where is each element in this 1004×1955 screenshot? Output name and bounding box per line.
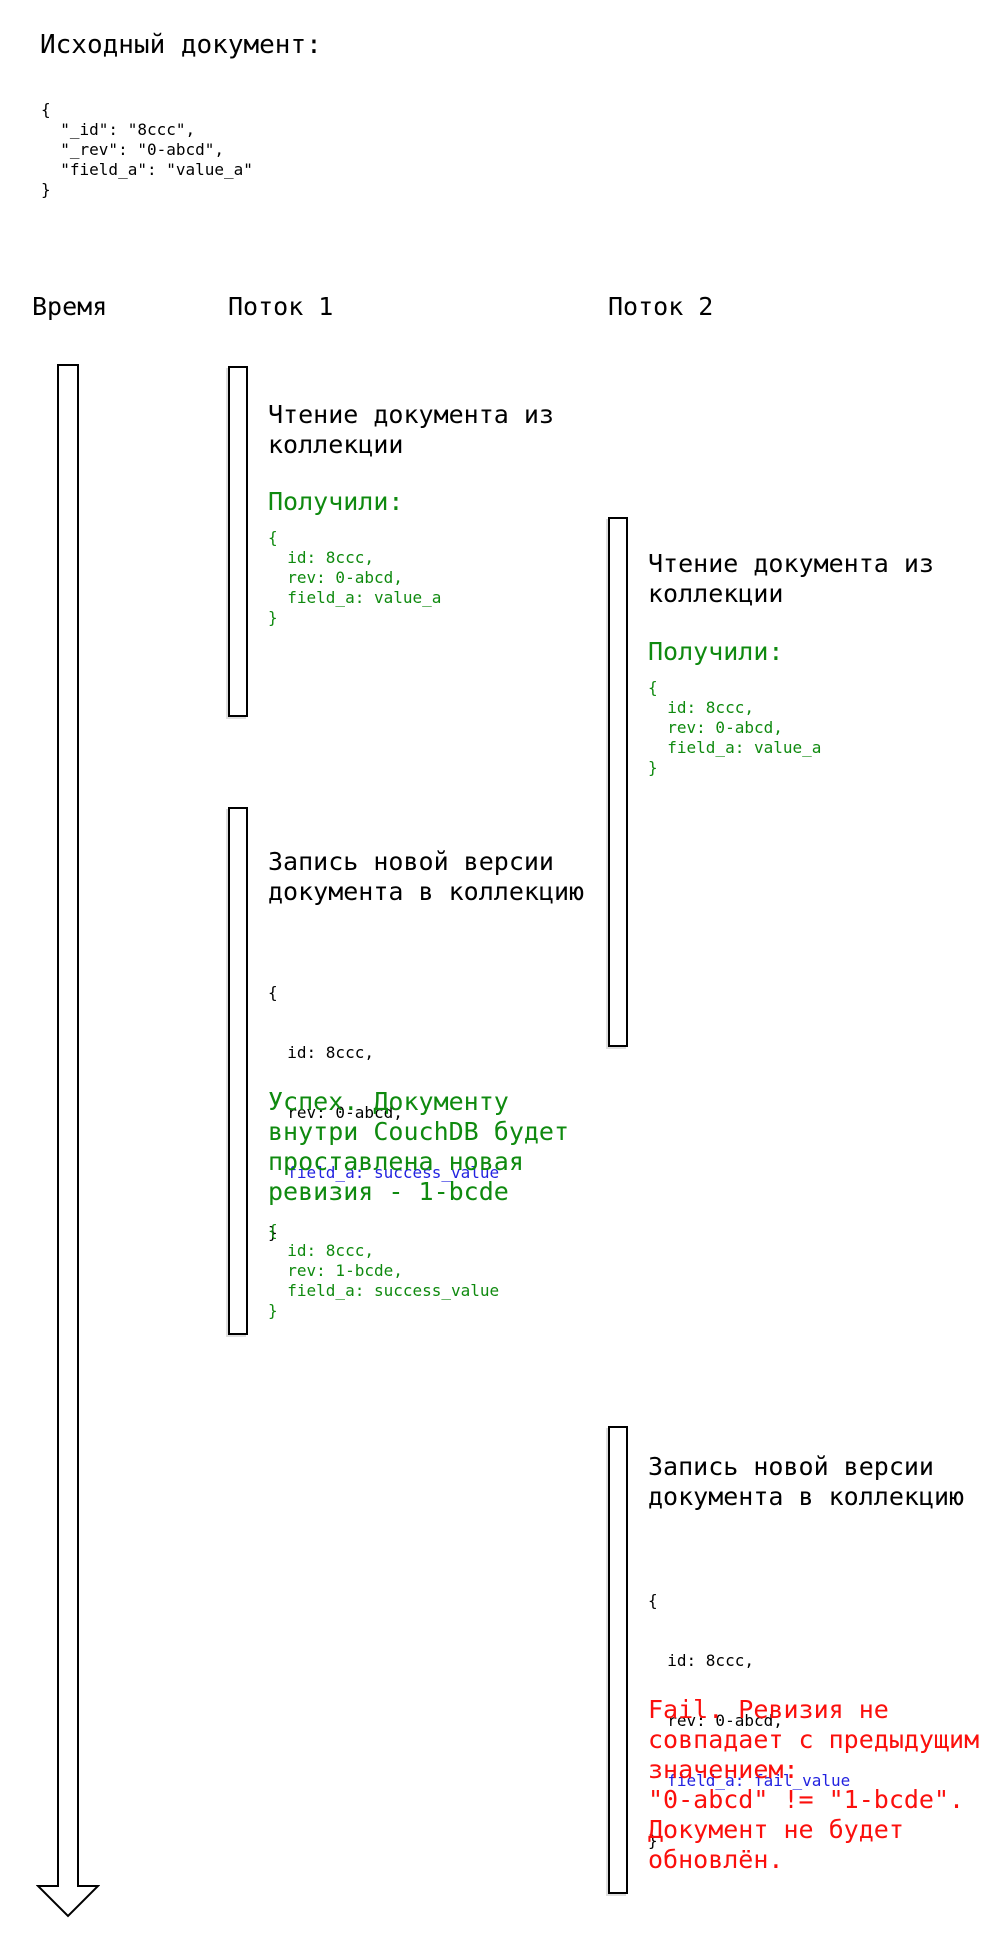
doc-line: {: [648, 1591, 658, 1610]
thread1-write-result-doc: { id: 8ccc, rev: 1-bcde, field_a: succes…: [268, 1221, 500, 1320]
doc-line-changed-field: field_a: fail_value: [648, 1771, 851, 1790]
thread1-read-result-label: Получили:: [268, 487, 404, 516]
doc-line: }: [648, 1831, 658, 1850]
source-doc-code: { "_id": "8ccc", "_rev": "0-abcd", "fiel…: [41, 100, 253, 199]
thread2-write-doc: { id: 8ccc, rev: 0-abcd, field_a: fail_v…: [648, 1551, 850, 1891]
doc-line-changed-field: field_a: success_value: [268, 1163, 500, 1182]
thread1-read-result-doc: { id: 8ccc, rev: 0-abcd, field_a: value_…: [268, 528, 442, 627]
thread2-read-result-doc: { id: 8ccc, rev: 0-abcd, field_a: value_…: [648, 678, 822, 777]
doc-line: }: [268, 1223, 278, 1242]
thread2-write-fail-text: Fail. Ревизия не совпадает с предыдущим …: [648, 1695, 980, 1874]
thread2-read-action-text: Чтение документа из коллекции: [648, 549, 934, 608]
thread2-write-activation-bar: [608, 1426, 628, 1894]
doc-line: id: 8ccc,: [268, 1043, 374, 1062]
column-header-time: Время: [32, 292, 108, 321]
doc-line: rev: 0-abcd,: [648, 1711, 783, 1730]
doc-line: {: [268, 983, 278, 1002]
thread1-write-action-text: Запись новой версии документа в коллекци…: [268, 847, 585, 906]
thread1-read-action-text: Чтение документа из коллекции: [268, 400, 554, 459]
doc-line: rev: 0-abcd,: [268, 1103, 403, 1122]
timeline-arrow-icon: [36, 364, 100, 1918]
thread1-write-success-text: Успех. Документу внутри CouchDB будет пр…: [268, 1087, 570, 1206]
thread2-read-result-label: Получили:: [648, 637, 784, 666]
doc-line: id: 8ccc,: [648, 1651, 754, 1670]
column-header-thread2: Поток 2: [608, 292, 714, 321]
page-title: Исходный документ:: [40, 30, 322, 60]
thread2-read-activation-bar: [608, 517, 628, 1047]
thread2-write-action-text: Запись новой версии документа в коллекци…: [648, 1452, 965, 1511]
thread1-write-doc: { id: 8ccc, rev: 0-abcd, field_a: succes…: [268, 943, 499, 1283]
thread1-read-activation-bar: [228, 366, 248, 717]
thread1-write-activation-bar: [228, 807, 248, 1335]
column-header-thread1: Поток 1: [228, 292, 334, 321]
